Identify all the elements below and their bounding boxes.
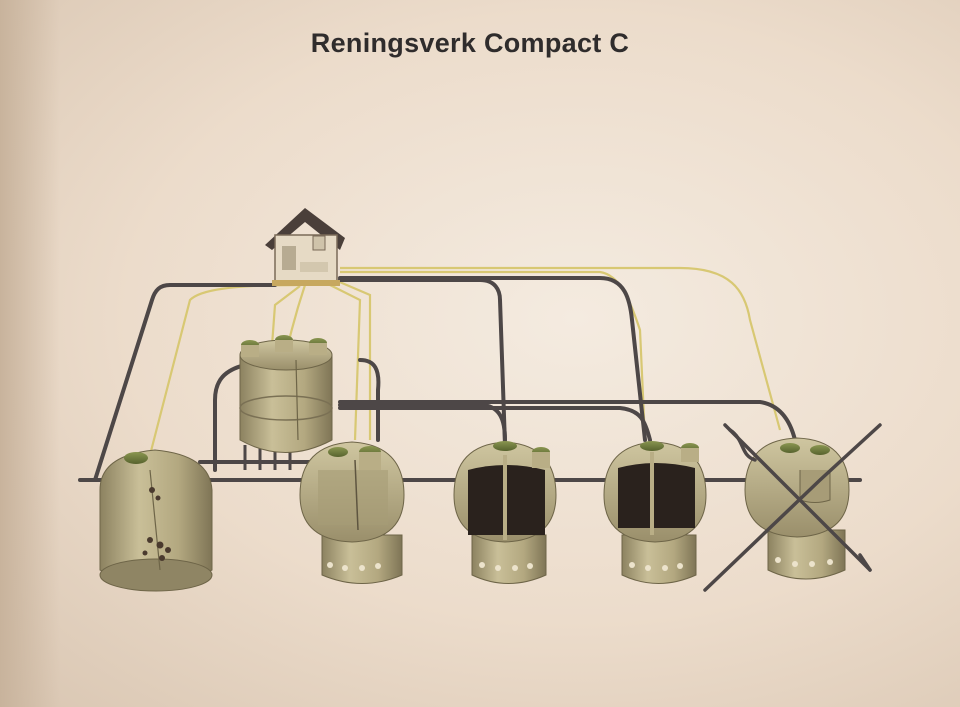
chemical-tank — [239, 335, 333, 453]
septic-tank — [99, 449, 213, 592]
page-title: Reningsverk Compact C — [310, 28, 630, 58]
settling-tank — [299, 441, 405, 584]
bio-tank-1 — [453, 441, 557, 584]
paper-edge-shadow — [0, 0, 60, 707]
outlet-distribution-pipes — [703, 423, 882, 592]
outlet-tank — [703, 423, 882, 592]
house-icon — [265, 208, 345, 286]
bio-tank-2 — [603, 441, 707, 584]
